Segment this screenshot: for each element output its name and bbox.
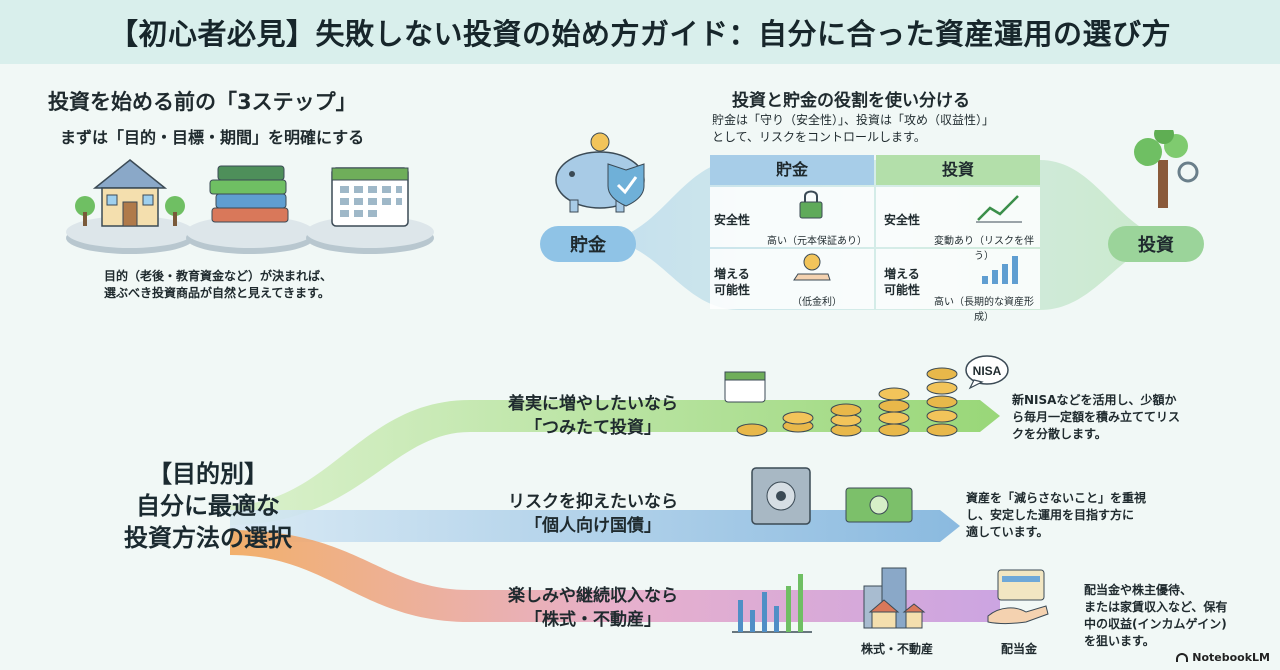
- purpose-label: 【目的別】 自分に最適な 投資方法の選択: [124, 460, 292, 552]
- tree-icon: [1134, 130, 1199, 208]
- stock-chart-icon: [732, 574, 812, 633]
- banknote-icon: [845, 487, 913, 523]
- invest-growth-label: 増える可能性: [883, 267, 920, 297]
- books-icon: [209, 165, 289, 223]
- steps-heading: 投資を始める前の「3ステップ」: [48, 90, 357, 114]
- invest-safety-label: 安全性: [883, 213, 920, 227]
- footer: NotebookLM: [1176, 651, 1270, 664]
- platform-icon: [66, 216, 194, 254]
- buildings-icon: [863, 567, 926, 629]
- options-flow: [230, 367, 1000, 633]
- page-title: 【初心者必見】失敗しない投資の始め方ガイド：自分に合った資産運用の選び方: [0, 0, 1280, 64]
- invest-growth-value: 高い（長期的な資産形成）: [934, 297, 1034, 323]
- coin-stacks-icon: [724, 367, 958, 437]
- roles-flow: [555, 130, 1199, 310]
- bar-growth-icon: [982, 256, 1018, 284]
- savings-growth-label: 増える可能性: [713, 267, 750, 297]
- coin-hand-icon: [793, 253, 831, 281]
- nisa-badge-text: NISA: [973, 364, 1002, 378]
- trend-chart-icon: [976, 195, 1022, 223]
- invest-pill: 投資: [1108, 226, 1204, 262]
- steps-desc-line1: 目的（老後・教育資金など）が決まれば、: [104, 269, 333, 283]
- shield-icon: [607, 163, 645, 207]
- lock-icon: [799, 190, 823, 219]
- savings-growth-value: （低金利）: [792, 297, 842, 308]
- savings-safety-value: 高い（元本保証あり）: [767, 236, 867, 247]
- option-bond-label: リスクを抑えたいなら 「個人向け国債」: [508, 492, 678, 536]
- invest-header-bg: [876, 155, 1040, 185]
- safe-icon: [751, 467, 811, 525]
- nisa-badge: NISA: [965, 355, 1009, 390]
- steps-subheading: まずは「目的・目標・期間」を明確にする: [60, 128, 365, 147]
- option-bond-desc: 資産を「減らさないこと」を重視 し、安定した運用を目指す方に 適しています。: [966, 491, 1147, 539]
- option-stock-label: 楽しみや継続収入なら 「株式・不動産」: [508, 586, 678, 630]
- roles-desc-line1: 貯金は「守り（安全性）」、投資は「攻め（収益性）」: [712, 113, 995, 127]
- steps-desc-line2: 選ぶべき投資商品が自然と見えてきます。: [104, 286, 330, 300]
- house-icon: [75, 159, 185, 227]
- option-tsumitate-desc: 新NISAなどを活用し、少額か ら毎月一定額を積み立ててリス クを分散します。: [1012, 393, 1181, 441]
- footer-text: NotebookLM: [1192, 651, 1270, 664]
- dividend-icon: [987, 569, 1049, 624]
- savings-pill: 貯金: [540, 226, 636, 262]
- savings-safety-label: 安全性: [713, 213, 750, 227]
- dividend-caption: 配当金: [1000, 642, 1037, 656]
- savings-header: 貯金: [775, 160, 808, 179]
- notebooklm-logo-icon: [1176, 653, 1189, 662]
- savings-header-bg: [710, 155, 874, 185]
- steps-illustration: [66, 159, 434, 254]
- calendar-icon: [331, 167, 409, 227]
- stock-realestate-caption: 株式・不動産: [860, 642, 933, 656]
- invest-safety-value: 変動あり（リスクを伴う）: [934, 236, 1034, 262]
- invest-header: 投資: [941, 160, 974, 179]
- roles-desc-line2: として、リスクをコントロールします。: [712, 130, 926, 144]
- option-tsumitate-label: 着実に増やしたいなら 「つみたて投資」: [508, 394, 678, 438]
- roles-heading: 投資と貯金の役割を使い分ける: [732, 91, 970, 111]
- option-stock-desc: 配当金や株主優待、 または家賃収入など、保有 中の収益(インカムゲイン) を狙い…: [1084, 583, 1228, 648]
